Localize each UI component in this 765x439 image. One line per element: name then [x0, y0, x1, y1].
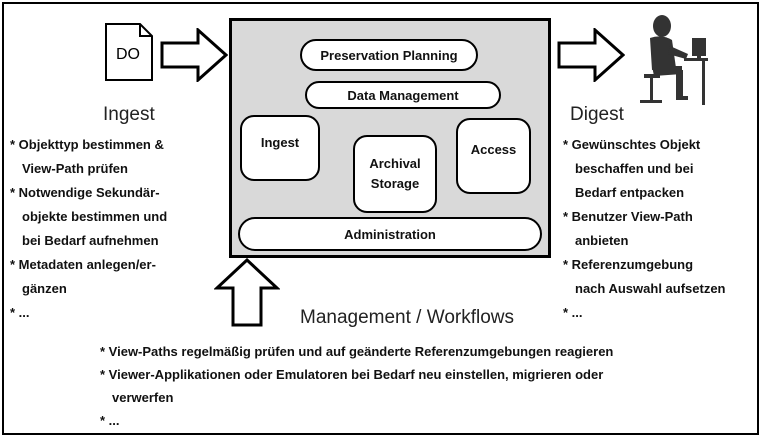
- archival-storage-label-line2: Storage: [370, 176, 420, 191]
- list-item: * Referenzumgebung: [563, 257, 694, 272]
- list-item: * Metadaten anlegen/er-: [10, 257, 156, 272]
- list-item: objekte bestimmen und: [22, 209, 168, 224]
- ingest-heading: Ingest: [103, 104, 155, 125]
- archival-storage-box: Archival Storage: [353, 135, 437, 213]
- access-label: Access: [470, 142, 517, 157]
- list-item: nach Auswahl aufsetzen: [575, 281, 726, 296]
- up-arrow-icon: [214, 258, 280, 327]
- list-item: * Viewer-Applikationen oder Emulatoren b…: [100, 367, 604, 382]
- list-item: Bedarf entpacken: [575, 185, 685, 200]
- ingest-box: Ingest: [240, 115, 320, 181]
- list-item: verwerfen: [112, 390, 174, 405]
- archival-storage-label-line1: Archival: [369, 156, 421, 171]
- list-item: * Benutzer View-Path: [563, 209, 693, 224]
- list-item: * Gewünschtes Objekt: [563, 137, 701, 152]
- list-item: beschaffen und bei: [575, 161, 694, 176]
- list-item: * View-Paths regelmäßig prüfen und auf g…: [100, 344, 614, 359]
- user-at-computer-icon: [640, 15, 708, 105]
- ingest-label: Ingest: [260, 135, 300, 150]
- right-arrow-icon: [160, 28, 228, 82]
- list-item: bei Bedarf aufnehmen: [22, 233, 159, 248]
- administration-box: Administration: [238, 217, 542, 251]
- preservation-planning-label: Preservation Planning: [320, 47, 458, 63]
- digest-bullet-list: * Gewünschtes Objekt beschaffen und bei …: [563, 133, 758, 325]
- list-item: * ...: [563, 305, 583, 320]
- ingest-bullet-list: * Objekttyp bestimmen & View-Path prüfen…: [10, 133, 225, 325]
- doc-label: DO: [116, 46, 140, 63]
- oais-model-box: Preservation Planning Data Management In…: [229, 18, 551, 258]
- list-item: * Objekttyp bestimmen &: [10, 137, 164, 152]
- list-item: gänzen: [22, 281, 67, 296]
- document-icon: DO: [105, 23, 153, 81]
- access-box: Access: [456, 118, 531, 194]
- data-management-box: Data Management: [305, 81, 501, 109]
- management-bullet-list: * View-Paths regelmäßig prüfen und auf g…: [100, 340, 740, 432]
- digest-heading: Digest: [570, 104, 624, 125]
- right-arrow-icon: [557, 28, 625, 82]
- data-management-label: Data Management: [347, 87, 459, 103]
- management-workflows-heading: Management / Workflows: [300, 307, 515, 328]
- list-item: View-Path prüfen: [22, 161, 128, 176]
- list-item: * Notwendige Sekundär-: [10, 185, 160, 200]
- list-item: * ...: [10, 305, 30, 320]
- list-item: * ...: [100, 413, 120, 428]
- preservation-planning-box: Preservation Planning: [300, 39, 478, 71]
- administration-label: Administration: [344, 226, 436, 242]
- list-item: anbieten: [575, 233, 629, 248]
